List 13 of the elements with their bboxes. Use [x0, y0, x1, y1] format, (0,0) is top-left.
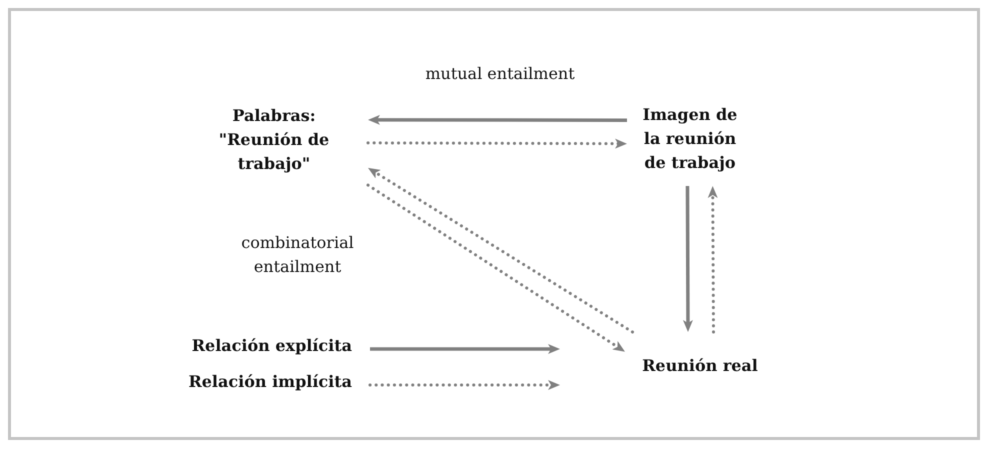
arrow	[368, 114, 627, 125]
legend-text: Relación implícita	[188, 372, 352, 391]
node-label: Imagen de la reunión de trabajo	[642, 104, 738, 174]
relation-label: combinatorial entailment	[240, 232, 355, 278]
arrow	[708, 186, 718, 334]
arrow	[368, 168, 634, 334]
arrow	[366, 138, 627, 149]
relation-label: mutual entailment	[424, 63, 576, 85]
arrow	[366, 184, 625, 352]
node-label: Reunión real	[641, 355, 759, 377]
node-label: Palabras: "Reunión de trabajo"	[218, 105, 330, 175]
legend-text: Relación explícita	[192, 336, 352, 355]
arrow	[682, 186, 693, 332]
